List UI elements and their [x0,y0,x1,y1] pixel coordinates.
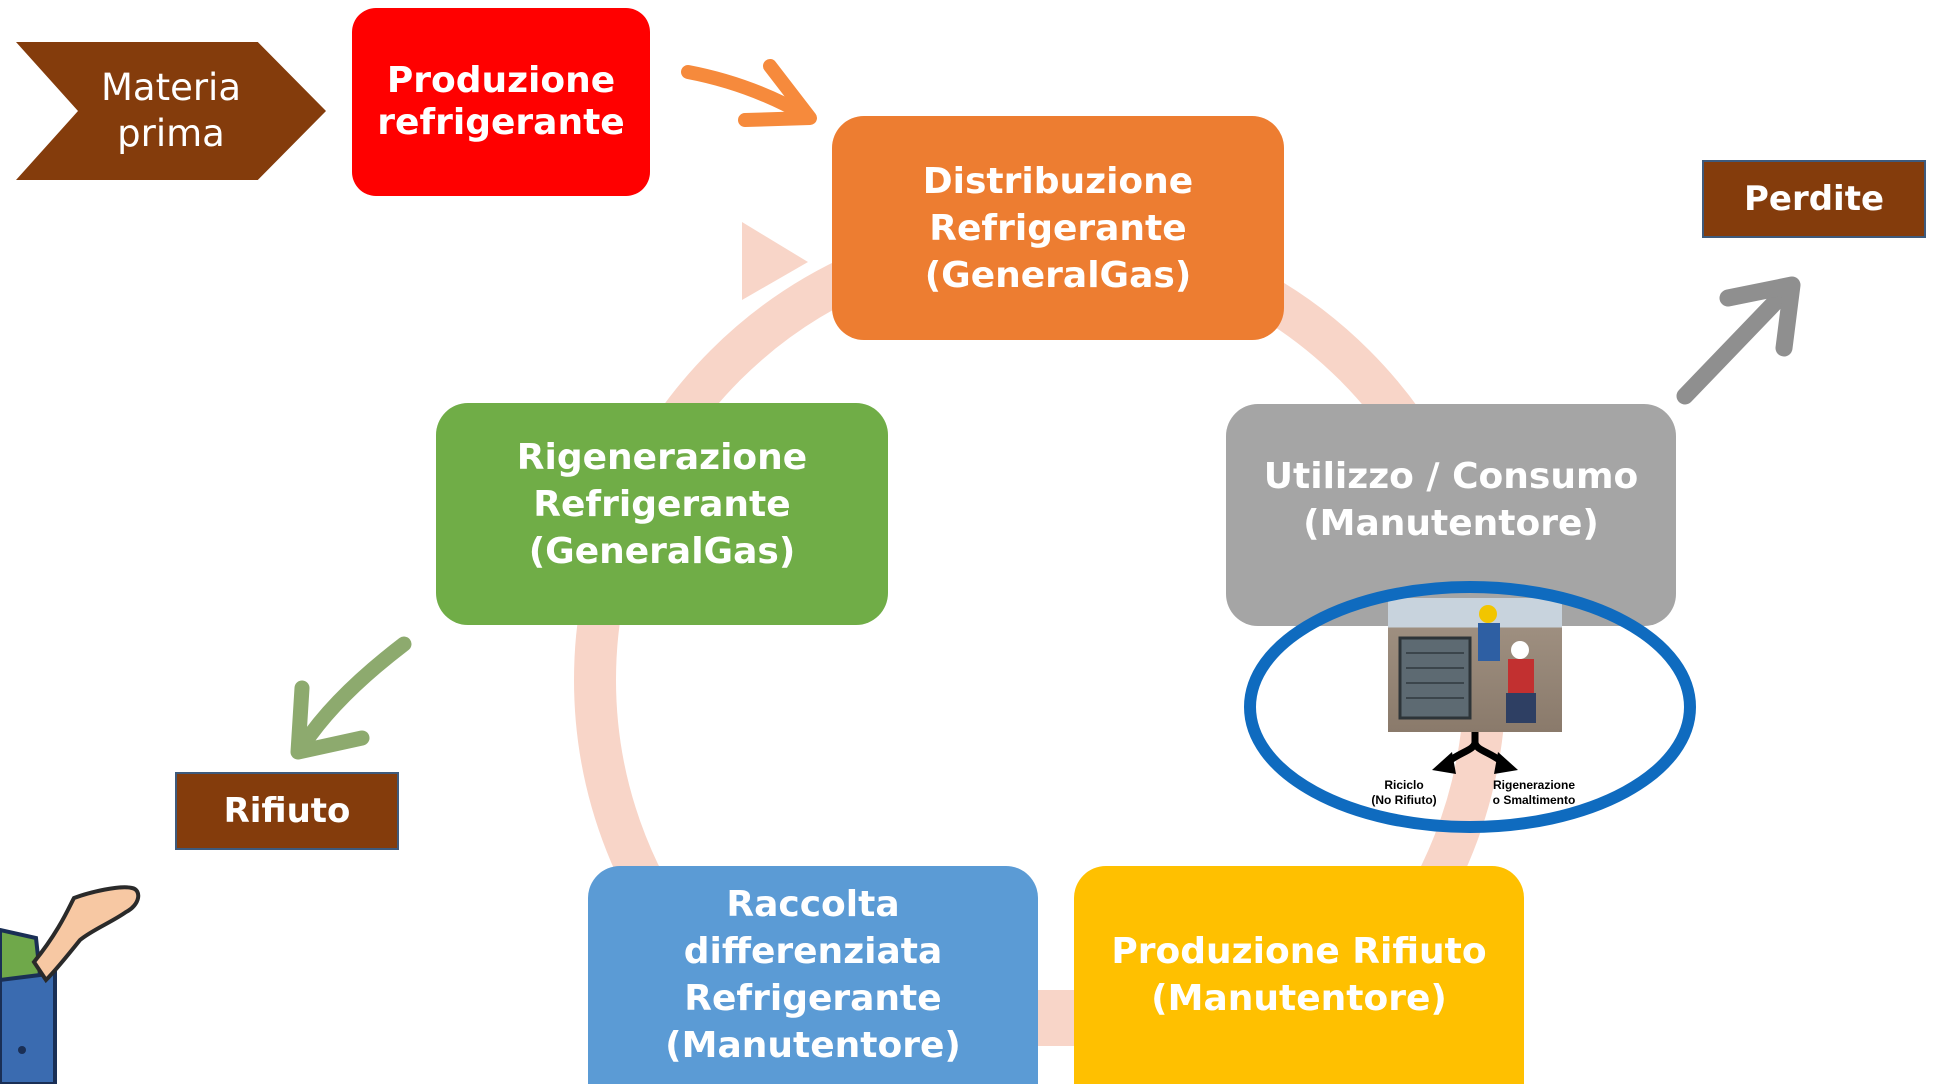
recycle-option-line-2: (No Rifiuto) [1371,793,1437,807]
waste-label: Rifiuto [223,791,351,831]
collection-line-3: (Manutentore) [665,1025,961,1066]
recycle-option: Riciclo (No Rifiuto) [1362,778,1446,808]
raw-material-line-2: prima [117,112,225,155]
production-line-1: Produzione [386,60,616,101]
waste-production-node: Produzione Rifiuto (Manutentore) [1074,866,1524,1084]
production-node: Produzione refrigerante [352,8,650,196]
green-arrow [290,636,412,760]
usage-line-1: Utilizzo / Consumo [1263,456,1639,497]
branch-arrows-icon [1432,732,1518,774]
regeneration-line-1: Rigenerazione [516,436,808,478]
distribution-line-1: Distribuzione [922,160,1194,202]
orange-arrow [681,59,817,127]
technicians-photo [1388,598,1562,732]
raw-material-line-1: Materia [100,66,242,109]
recycle-option-line-1: Riciclo [1384,778,1424,792]
production-line-2: refrigerante [377,102,625,143]
gray-arrow [1676,276,1801,405]
distribution-line-3: (GeneralGas) [924,254,1192,296]
cycle-arrowhead [742,222,808,300]
usage-line-2: (Manutentore) [1303,503,1599,544]
collection-line-1: Raccolta differenziata [683,884,943,972]
regeneration-node: Rigenerazione Refrigerante (GeneralGas) [436,403,888,625]
regeneration-line-3: (GeneralGas) [528,530,796,572]
cartoon-worker-icon [0,885,141,1084]
collection-node: Raccolta differenziata Refrigerante (Man… [588,866,1038,1084]
distribution-node: Distribuzione Refrigerante (GeneralGas) [832,116,1284,340]
distribution-line-2: Refrigerante [929,207,1187,249]
waste-production-line-1: Produzione Rifiuto [1111,931,1487,972]
regeneration-option-line-2: o Smaltimento [1492,793,1576,807]
losses-label: Perdite [1743,179,1885,219]
waste-production-line-2: (Manutentore) [1151,978,1447,1019]
regeneration-option-line-1: Rigenerazione [1492,778,1576,792]
collection-line-2: Refrigerante [684,978,942,1019]
highlight-ellipse [1244,581,1696,833]
regeneration-line-2: Refrigerante [533,483,791,525]
losses-tag: Perdite [1702,160,1926,238]
regeneration-option: Rigenerazione o Smaltimento [1484,778,1584,808]
waste-tag: Rifiuto [175,772,399,850]
